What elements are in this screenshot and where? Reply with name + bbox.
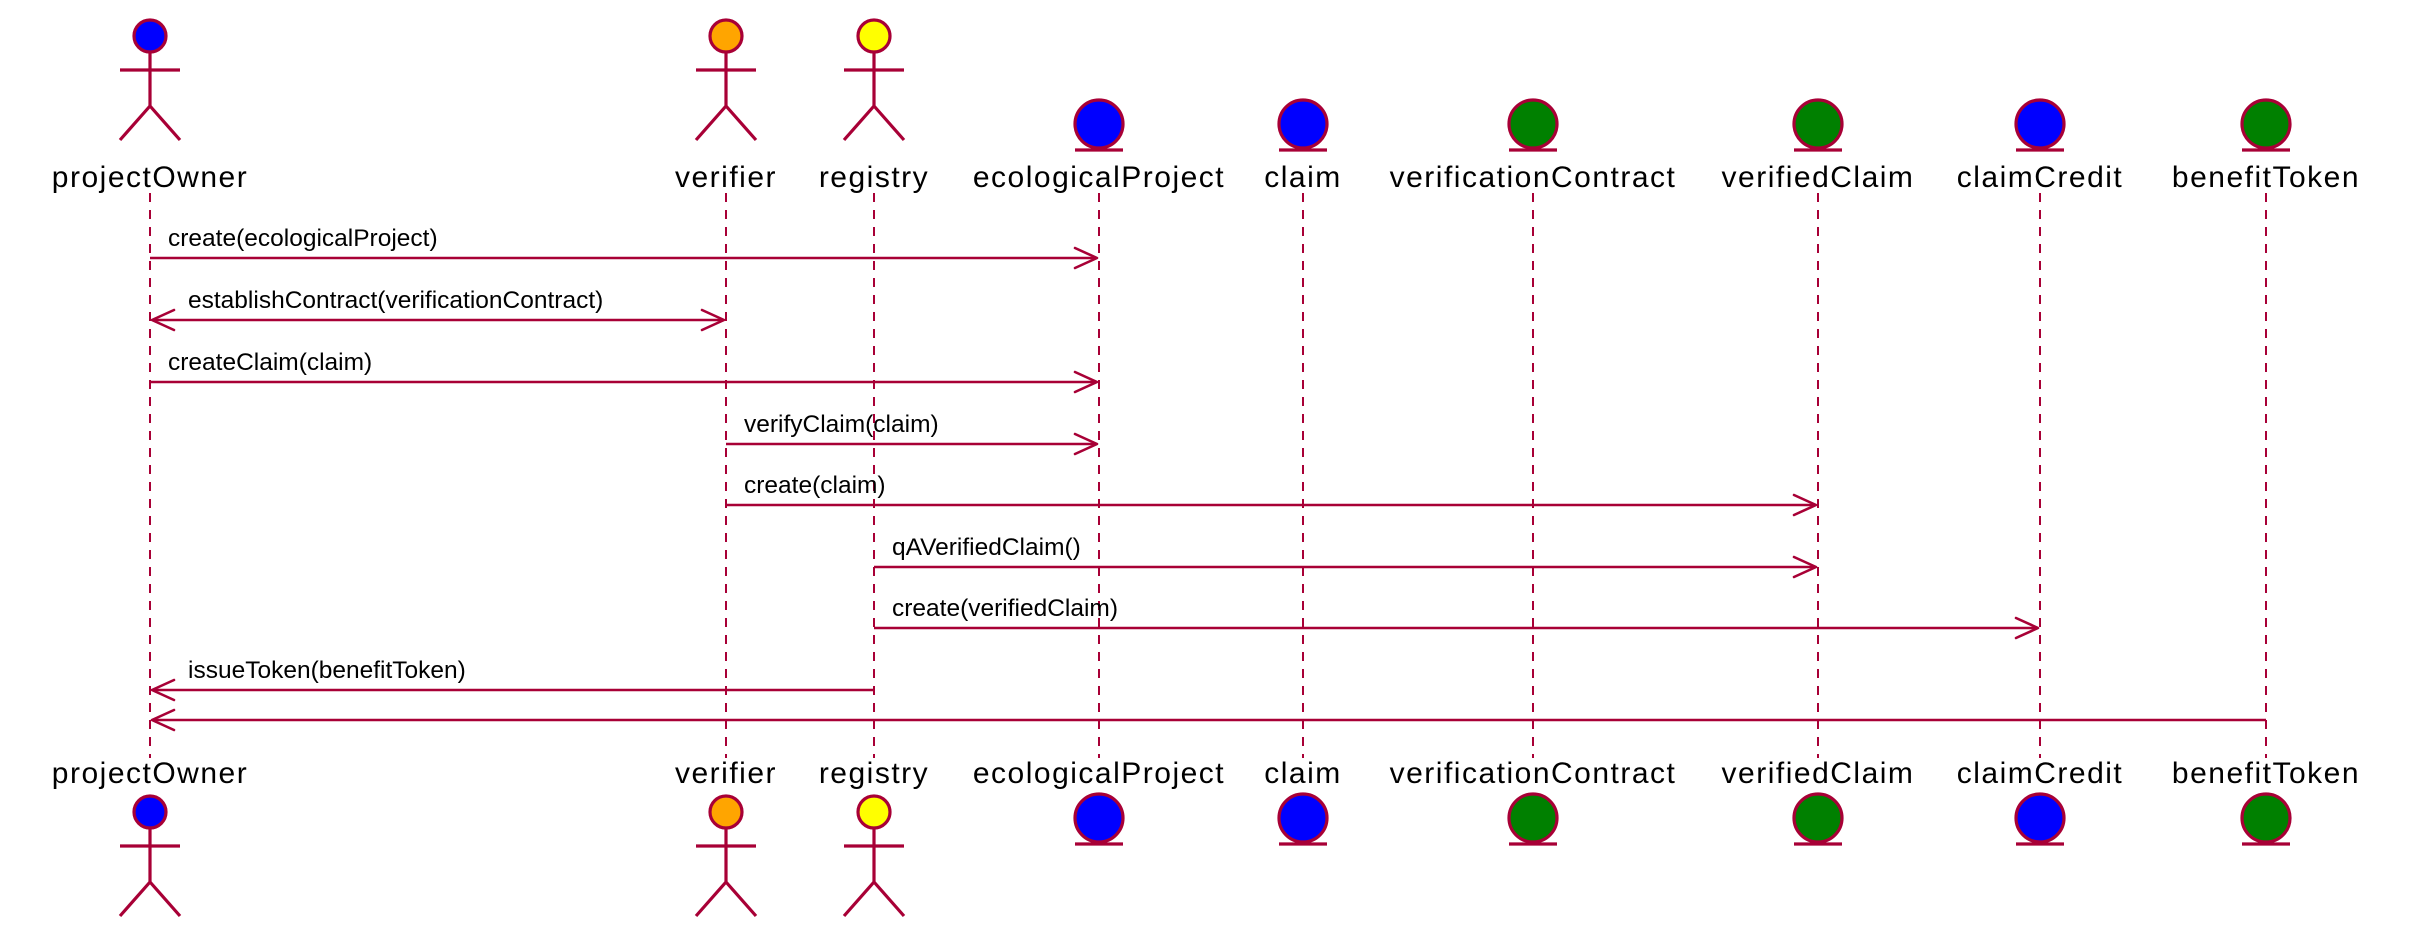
entity-claimCredit-top <box>2014 98 2066 152</box>
entity-circle-icon <box>1277 792 1329 844</box>
arrowhead-icon <box>1073 246 1099 270</box>
entity-benefitToken-top <box>2240 98 2292 152</box>
participant-label-top: verifier <box>675 161 777 194</box>
entity-circle-icon <box>1792 792 1844 844</box>
participant-label-bottom: verifier <box>675 757 777 790</box>
entity-circle-icon <box>1792 98 1844 150</box>
actor-verifier-bottom <box>694 794 758 918</box>
actor-head-icon <box>708 794 744 830</box>
actor-registry-top <box>842 18 906 142</box>
entity-circle-icon <box>1507 98 1559 150</box>
entity-circle-icon <box>2014 792 2066 844</box>
message-4: create(claim) <box>726 472 1818 517</box>
arrowhead-icon <box>150 678 176 702</box>
actor-body-icon <box>118 52 182 142</box>
entity-circle-icon <box>2240 98 2292 150</box>
arrowhead-icon <box>1073 432 1099 456</box>
participant-label-top: claim <box>1264 161 1342 194</box>
participant-label-bottom: claim <box>1264 757 1342 790</box>
actor-verifier-top <box>694 18 758 142</box>
participant-label-bottom: verifiedClaim <box>1722 757 1915 790</box>
message-2: createClaim(claim) <box>150 349 1099 394</box>
actor-body-icon <box>694 52 758 142</box>
message-0: create(ecologicalProject) <box>150 225 1099 270</box>
participant-label-top: registry <box>819 161 929 194</box>
participant-label-bottom: ecologicalProject <box>973 757 1225 790</box>
arrowhead-icon <box>150 708 176 732</box>
message-3: verifyClaim(claim) <box>726 411 1099 456</box>
participant-label-top: verifiedClaim <box>1722 161 1915 194</box>
message-label: createClaim(claim) <box>168 349 372 376</box>
participant-label-top: claimCredit <box>1957 161 2124 194</box>
entity-circle-icon <box>1073 792 1125 844</box>
lifelines <box>149 193 2267 758</box>
arrowhead-icon <box>1792 493 1818 517</box>
entity-ecologicalProject-bottom <box>1073 792 1125 846</box>
entity-verifiedClaim-bottom <box>1792 792 1844 846</box>
entity-circle-icon <box>1073 98 1125 150</box>
arrowhead-icon <box>1792 555 1818 579</box>
arrowhead-icon <box>1073 370 1099 394</box>
actor-registry-bottom <box>842 794 906 918</box>
messages: create(ecologicalProject) establishContra… <box>150 225 2266 732</box>
actor-head-icon <box>856 794 892 830</box>
arrowhead-icon <box>2014 616 2040 640</box>
participant-label-bottom: verificationContract <box>1390 757 1677 790</box>
actor-projectOwner-bottom <box>118 794 182 918</box>
actor-head-icon <box>856 18 892 54</box>
actor-body-icon <box>842 52 906 142</box>
participant-label-bottom: claimCredit <box>1957 757 2124 790</box>
message-label: create(verifiedClaim) <box>892 595 1118 622</box>
message-label: establishContract(verificationContract) <box>188 287 603 314</box>
entity-circle-icon <box>1277 98 1329 150</box>
message-6: create(verifiedClaim) <box>874 595 2040 640</box>
actor-body-icon <box>118 828 182 918</box>
message-8 <box>150 708 2266 732</box>
actor-body-icon <box>842 828 906 918</box>
entity-circle-icon <box>2240 792 2292 844</box>
participant-label-top: benefitToken <box>2172 161 2360 194</box>
participant-label-top: verificationContract <box>1390 161 1677 194</box>
message-label: issueToken(benefitToken) <box>188 657 466 684</box>
actor-body-icon <box>694 828 758 918</box>
message-label: create(claim) <box>744 472 886 499</box>
entity-circle-icon <box>2014 98 2066 150</box>
message-label: qAVerifiedClaim() <box>892 534 1081 561</box>
arrowhead-icon <box>700 308 726 332</box>
entity-ecologicalProject-top <box>1073 98 1125 152</box>
actor-head-icon <box>132 18 168 54</box>
entity-benefitToken-bottom <box>2240 792 2292 846</box>
entity-verifiedClaim-top <box>1792 98 1844 152</box>
message-label: verifyClaim(claim) <box>744 411 939 438</box>
participant-label-bottom: benefitToken <box>2172 757 2360 790</box>
actor-head-icon <box>132 794 168 830</box>
arrowhead-icon <box>150 308 176 332</box>
participant-label-top: projectOwner <box>52 161 248 194</box>
message-7: issueToken(benefitToken) <box>150 657 874 702</box>
message-label: create(ecologicalProject) <box>168 225 438 252</box>
participant-label-bottom: registry <box>819 757 929 790</box>
message-5: qAVerifiedClaim() <box>874 534 1818 579</box>
participants-top: projectOwner verifier registry ecologicalPr… <box>52 18 2360 194</box>
entity-claimCredit-bottom <box>2014 792 2066 846</box>
entity-circle-icon <box>1507 792 1559 844</box>
message-1: establishContract(verificationContract) <box>150 287 726 332</box>
participants-bottom: projectOwner verifier registry ecologicalPr… <box>52 757 2360 918</box>
entity-claim-bottom <box>1277 792 1329 846</box>
entity-verificationContract-bottom <box>1507 792 1559 846</box>
entity-claim-top <box>1277 98 1329 152</box>
participant-label-top: ecologicalProject <box>973 161 1225 194</box>
actor-head-icon <box>708 18 744 54</box>
actor-projectOwner-top <box>118 18 182 142</box>
participant-label-bottom: projectOwner <box>52 757 248 790</box>
entity-verificationContract-top <box>1507 98 1559 152</box>
